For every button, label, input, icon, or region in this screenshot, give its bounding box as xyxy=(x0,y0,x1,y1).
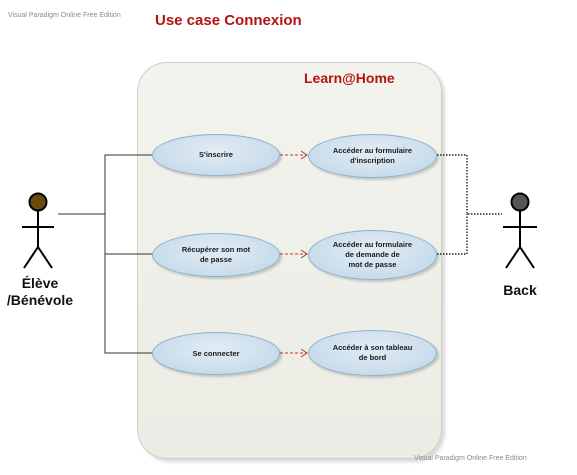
usecase-sinscrire[interactable]: S'inscrire xyxy=(152,134,280,176)
arrowhead-recuperer xyxy=(300,249,308,259)
usecase-connecter-label: Se connecter xyxy=(192,348,240,358)
association-back-inscription xyxy=(437,154,502,215)
usecase-connecter[interactable]: Se connecter xyxy=(152,332,280,375)
usecase-form-demande-label: Accéder au formulaire de demande de mot … xyxy=(332,240,413,269)
usecase-recuperer[interactable]: Récupérer son mot de passe xyxy=(152,233,280,277)
arrowhead-connecter xyxy=(300,348,308,358)
diagram-title: Use case Connexion xyxy=(155,12,302,29)
include-arrows xyxy=(280,154,306,354)
actor-eleve-label: Élève /Bénévole xyxy=(6,275,74,308)
usecase-form-inscription[interactable]: Accéder au formulaire d'inscription xyxy=(308,134,437,178)
watermark-bottom: Visual Paradigm Online Free Edition xyxy=(414,455,527,462)
association-back-demande xyxy=(437,214,468,255)
usecase-form-demande[interactable]: Accéder au formulaire de demande de mot … xyxy=(308,230,437,280)
association-sinscrire xyxy=(58,154,153,215)
actor-eleve-associations xyxy=(58,154,153,354)
watermark-top: Visual Paradigm Online Free Edition xyxy=(8,12,121,19)
system-name: Learn@Home xyxy=(304,70,395,86)
usecase-tableau-bord[interactable]: Accéder à son tableau de bord xyxy=(308,330,437,376)
usecase-form-inscription-label: Accéder au formulaire d'inscription xyxy=(332,146,413,165)
actor-eleve-head xyxy=(28,192,48,212)
arrowhead-inscrire xyxy=(300,150,308,160)
actor-eleve-figure[interactable] xyxy=(22,192,54,269)
actor-back-label: Back xyxy=(503,282,537,298)
association-recuperer xyxy=(104,214,153,255)
usecase-sinscrire-label: S'inscrire xyxy=(199,150,233,160)
usecase-recuperer-label: Récupérer son mot de passe xyxy=(181,245,251,264)
actor-back-head xyxy=(510,192,530,212)
usecase-tableau-bord-label: Accéder à son tableau de bord xyxy=(332,343,413,362)
association-connecter xyxy=(104,254,153,354)
actor-back-figure[interactable] xyxy=(503,192,537,269)
actor-back-associations xyxy=(437,154,502,255)
